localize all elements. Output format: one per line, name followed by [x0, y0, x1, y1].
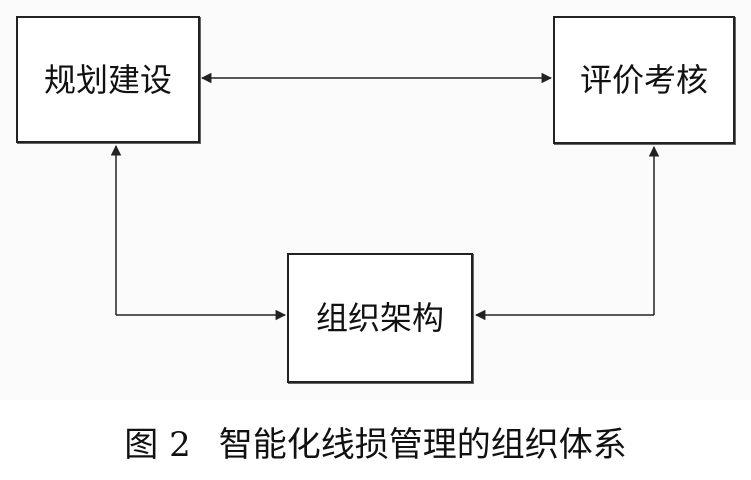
planning-label: 规划建设: [43, 60, 172, 99]
figure-title: 智能化线损管理的组织体系: [218, 425, 627, 465]
organization-label: 组织架构: [315, 299, 444, 337]
figure-number: 图 2: [124, 425, 191, 465]
evaluation-box: 评价考核: [553, 16, 735, 144]
planning-box: 规划建设: [16, 16, 200, 143]
evaluation-label: 评价考核: [579, 61, 708, 99]
figure-caption: 图 2 智能化线损管理的组织体系: [0, 428, 751, 462]
organization-box: 组织架构: [287, 253, 473, 383]
